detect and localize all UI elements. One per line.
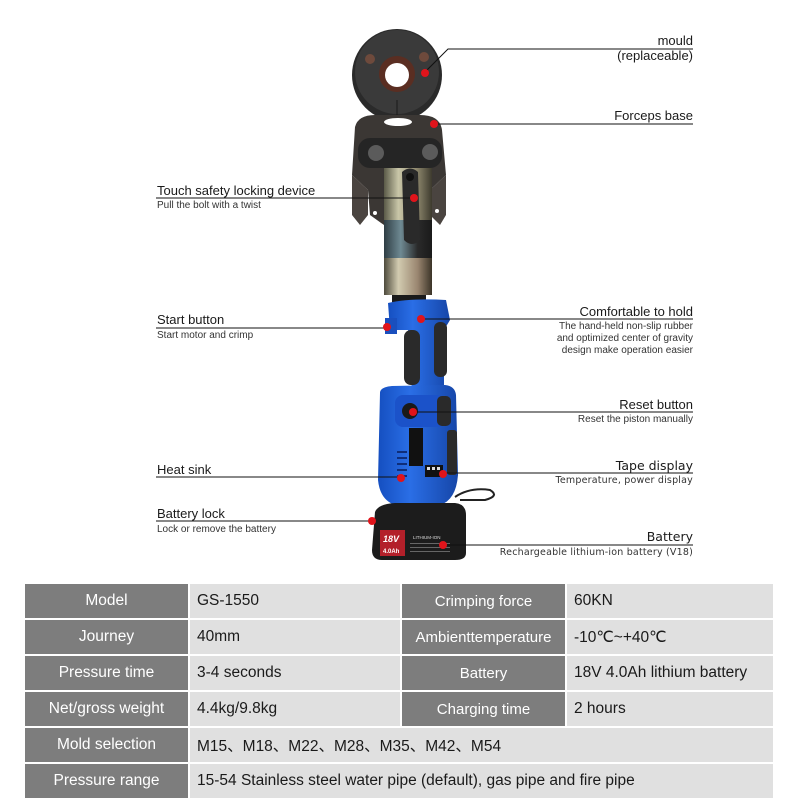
spec-value: 18V 4.0Ah lithium battery: [567, 656, 773, 690]
callout-forceps-base: Forceps base: [614, 108, 693, 123]
callout-desc: The hand-held non-slip rubber and optimi…: [556, 321, 693, 356]
callout-battery-lock: Battery lock Lock or remove the battery: [157, 506, 276, 536]
product-illustration: 18V 4.0Ah LITHIUM-ION: [156, 29, 693, 560]
callout-title: Battery: [646, 529, 693, 544]
callout-comfortable-grip: Comfortable to hold The hand-held non-sl…: [557, 304, 693, 357]
cylinder-part: [384, 168, 432, 305]
table-row: Pressure range 15-54 Stainless steel wat…: [25, 764, 773, 798]
table-row: Journey 40mm Ambienttemperature -10℃~+40…: [25, 620, 773, 654]
callout-title: Start button: [157, 312, 225, 327]
callout-title: (replaceable): [617, 48, 693, 63]
spec-label: Ambienttemperature: [402, 620, 565, 654]
svg-text:4.0Ah: 4.0Ah: [383, 549, 400, 555]
spec-label: Pressure range: [25, 764, 188, 798]
callout-start-button: Start button Start motor and crimp: [157, 312, 253, 342]
handle-part: [378, 299, 495, 505]
marker-dots: [368, 69, 447, 549]
spec-label: Net/gross weight: [25, 692, 188, 726]
callout-touch-safety: Touch safety locking device Pull the bol…: [157, 183, 315, 212]
spec-value: GS-1550: [190, 584, 400, 618]
leader-lines: [156, 48, 693, 546]
callout-heat-sink: Heat sink: [157, 462, 211, 477]
callout-desc: Start motor and crimp: [157, 330, 254, 341]
callout-reset-button: Reset button Reset the piston manually: [578, 397, 693, 426]
callout-title: Forceps base: [614, 108, 693, 123]
spec-label: Crimping force: [402, 584, 565, 618]
battery-pack: 18V 4.0Ah LITHIUM-ION: [372, 503, 466, 560]
callout-desc: Temperature, power display: [555, 475, 693, 486]
spec-value: -10℃~+40℃: [567, 620, 773, 654]
mould-part: [352, 29, 442, 121]
spec-value: 4.4kg/9.8kg: [190, 692, 400, 726]
table-row: Net/gross weight 4.4kg/9.8kg Charging ti…: [25, 692, 773, 726]
spec-value: 2 hours: [567, 692, 773, 726]
spec-table: Model GS-1550 Crimping force 60KN Journe…: [25, 584, 773, 800]
callout-title: Heat sink: [157, 462, 212, 477]
callout-title: Battery lock: [157, 506, 225, 521]
svg-text:18V: 18V: [383, 534, 400, 544]
callout-title: Touch safety locking device: [157, 183, 316, 198]
callout-title: mould: [657, 33, 693, 48]
callout-desc: Rechargeable lithium-ion battery (V18): [499, 547, 693, 558]
spec-value: 60KN: [567, 584, 773, 618]
spec-label: Charging time: [402, 692, 565, 726]
spec-label: Model: [25, 584, 188, 618]
callout-mould: mould (replaceable): [617, 33, 693, 63]
table-row: Mold selection M15、M18、M22、M28、M35、M42、M…: [25, 728, 773, 762]
callout-desc: Lock or remove the battery: [157, 524, 276, 535]
spec-label: Battery: [402, 656, 565, 690]
spec-value: 15-54 Stainless steel water pipe (defaul…: [190, 764, 773, 798]
callout-title: Reset button: [619, 397, 693, 412]
spec-value: 40mm: [190, 620, 400, 654]
callout-tape-display: Tape display Temperature, power display: [555, 458, 693, 487]
table-row: Pressure time 3-4 seconds Battery 18V 4.…: [25, 656, 773, 690]
spec-label: Mold selection: [25, 728, 188, 762]
table-row: Model GS-1550 Crimping force 60KN: [25, 584, 773, 618]
callout-title: Tape display: [615, 458, 693, 473]
spec-value: 3-4 seconds: [190, 656, 400, 690]
callout-battery: Battery Rechargeable lithium-ion battery…: [500, 529, 693, 559]
callout-title: Comfortable to hold: [579, 304, 693, 319]
callout-desc: Pull the bolt with a twist: [157, 200, 261, 211]
svg-text:LITHIUM-ION: LITHIUM-ION: [413, 535, 441, 540]
crimping-tool-drawing: 18V 4.0Ah LITHIUM-ION: [156, 29, 693, 560]
spec-value: M15、M18、M22、M28、M35、M42、M54: [190, 728, 773, 762]
callout-desc: Reset the piston manually: [577, 414, 693, 425]
spec-label: Pressure time: [25, 656, 188, 690]
spec-label: Journey: [25, 620, 188, 654]
